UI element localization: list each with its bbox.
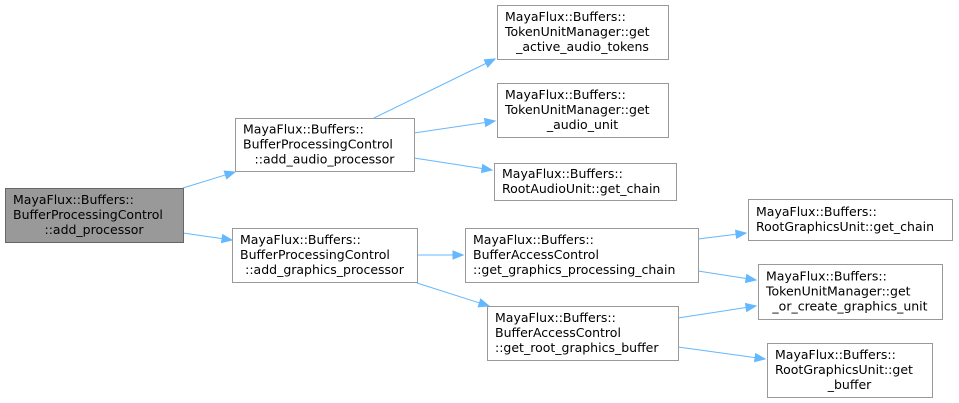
node-label-line: RootAudioUnit::get_chain: [502, 181, 660, 196]
node-label-line: TokenUnitManager::get: [765, 284, 911, 299]
arrowhead-icon: [483, 117, 497, 128]
node-box[interactable]: [465, 228, 699, 283]
node-label-line: _or_create_graphics_unit: [771, 299, 927, 314]
node-label-line: MayaFlux::Buffers::: [756, 204, 877, 219]
node-box[interactable]: [758, 264, 943, 320]
node-label-line: ::get_root_graphics_buffer: [495, 340, 659, 355]
nodes-layer: MayaFlux::Buffers::BufferProcessingContr…: [5, 5, 953, 398]
edge-get-graphics-processing-chain-to-get-or-create-graphics-unit: [697, 270, 747, 279]
node-label-line: MayaFlux::Buffers::: [495, 310, 616, 325]
node-box[interactable]: [748, 199, 953, 241]
edge-get-root-graphics-buffer-to-get-or-create-graphics-unit: [677, 307, 747, 319]
edge-add-processor-to-add-graphics-processor: [182, 232, 223, 240]
edge-add-audio-processor-to-root-audio-get-chain: [413, 157, 483, 169]
edge-get-graphics-processing-chain-to-root-graphics-get-chain: [697, 233, 737, 240]
node-root-graphics-get-chain[interactable]: MayaFlux::Buffers::RootGraphicsUnit::get…: [748, 199, 953, 241]
node-label-line: MayaFlux::Buffers::: [505, 87, 626, 102]
node-root-graphics-get-buffer[interactable]: MayaFlux::Buffers::RootGraphicsUnit::get…: [767, 343, 933, 398]
node-label-line: MayaFlux::Buffers::: [243, 122, 364, 137]
edge-add-audio-processor-to-get-active-audio-tokens: [373, 62, 487, 119]
node-box[interactable]: [497, 5, 669, 60]
node-label-line: RootGraphicsUnit::get: [775, 362, 913, 377]
node-box[interactable]: [767, 343, 933, 398]
node-box[interactable]: [494, 163, 677, 201]
edge-get-root-graphics-buffer-to-root-graphics-get-buffer: [677, 346, 756, 359]
node-get-graphics-processing-chain[interactable]: MayaFlux::Buffers::BufferAccessControl::…: [465, 228, 699, 283]
node-label-line: TokenUnitManager::get: [504, 24, 650, 39]
node-label-line: BufferProcessingControl: [240, 247, 390, 262]
node-add-audio-processor[interactable]: MayaFlux::Buffers::BufferProcessingContr…: [235, 118, 415, 172]
node-label-line: ::add_audio_processor: [255, 152, 396, 167]
node-label-line: MayaFlux::Buffers::: [505, 9, 626, 24]
node-get-root-graphics-buffer[interactable]: MayaFlux::Buffers::BufferAccessControl::…: [487, 306, 679, 361]
node-get-active-audio-tokens[interactable]: MayaFlux::Buffers::TokenUnitManager::get…: [497, 5, 669, 60]
node-label-line: ::add_graphics_processor: [245, 262, 405, 277]
arrowhead-icon: [480, 163, 494, 174]
node-label-line: MayaFlux::Buffers::: [473, 232, 594, 247]
node-box[interactable]: [487, 306, 679, 361]
node-label-line: MayaFlux::Buffers::: [240, 232, 361, 247]
edge-add-processor-to-add-audio-processor: [182, 174, 226, 189]
node-label-line: TokenUnitManager::get: [504, 102, 650, 117]
arrowhead-icon: [753, 352, 767, 363]
node-add-processor[interactable]: MayaFlux::Buffers::BufferProcessingContr…: [5, 188, 184, 243]
node-label-line: _buffer: [827, 377, 872, 392]
arrowhead-icon: [452, 250, 465, 260]
edge-add-graphics-processor-to-get-root-graphics-buffer: [416, 282, 480, 304]
node-label-line: BufferAccessControl: [495, 325, 621, 340]
node-label-line: BufferProcessingControl: [243, 137, 393, 152]
node-label-line: MayaFlux::Buffers::: [13, 192, 134, 207]
arrowhead-icon: [477, 298, 491, 308]
arrowhead-icon: [483, 58, 497, 68]
node-box[interactable]: [497, 83, 669, 138]
arrowhead-icon: [223, 170, 237, 180]
node-box[interactable]: [235, 118, 415, 172]
node-label-line: MayaFlux::Buffers::: [766, 269, 887, 284]
node-label-line: _audio_unit: [546, 117, 618, 132]
arrowhead-icon: [220, 233, 234, 244]
node-label-line: ::add_processor: [44, 222, 144, 237]
node-get-or-create-graphics-unit[interactable]: MayaFlux::Buffers::TokenUnitManager::get…: [758, 264, 943, 320]
edge-add-audio-processor-to-get-audio-unit: [413, 121, 486, 134]
node-label-line: RootGraphicsUnit::get_chain: [756, 219, 934, 234]
node-root-audio-get-chain[interactable]: MayaFlux::Buffers::RootAudioUnit::get_ch…: [494, 163, 677, 201]
arrowhead-icon: [744, 273, 758, 284]
node-label-line: _active_audio_tokens: [515, 39, 649, 54]
arrowhead-icon: [744, 302, 758, 313]
node-box[interactable]: [232, 228, 418, 283]
edges-layer: [182, 58, 767, 363]
node-get-audio-unit[interactable]: MayaFlux::Buffers::TokenUnitManager::get…: [497, 83, 669, 138]
node-label-line: ::get_graphics_processing_chain: [473, 262, 675, 277]
node-label-line: MayaFlux::Buffers::: [775, 347, 896, 362]
node-label-line: MayaFlux::Buffers::: [502, 166, 623, 181]
node-label-line: BufferAccessControl: [473, 247, 599, 262]
node-box[interactable]: [5, 188, 184, 243]
node-add-graphics-processor[interactable]: MayaFlux::Buffers::BufferProcessingContr…: [232, 228, 418, 283]
arrowhead-icon: [734, 229, 748, 240]
node-label-line: BufferProcessingControl: [13, 207, 163, 222]
